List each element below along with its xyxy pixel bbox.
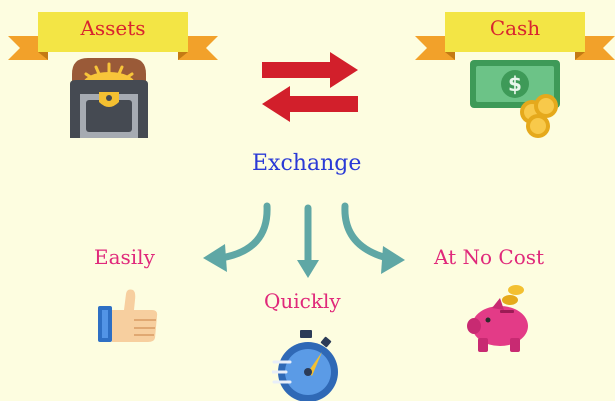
piggy-bank-icon [464, 284, 538, 354]
treasure-chest-icon [66, 54, 152, 142]
exchange-arrows-icon [258, 46, 362, 126]
easily-label: Easily [94, 245, 155, 269]
money-and-coins-icon: $ [468, 56, 566, 140]
cash-label: Cash [489, 16, 541, 40]
cash-banner [415, 8, 615, 68]
exchange-label: Exchange [252, 151, 362, 176]
no-cost-label: At No Cost [434, 245, 545, 269]
stopwatch-icon [272, 328, 338, 401]
assets-label: Assets [80, 16, 146, 40]
svg-text:$: $ [508, 72, 522, 96]
outcome-arrows [195, 200, 410, 290]
thumbs-up-icon [96, 288, 160, 346]
quickly-label: Quickly [264, 289, 341, 313]
assets-banner [8, 8, 218, 68]
